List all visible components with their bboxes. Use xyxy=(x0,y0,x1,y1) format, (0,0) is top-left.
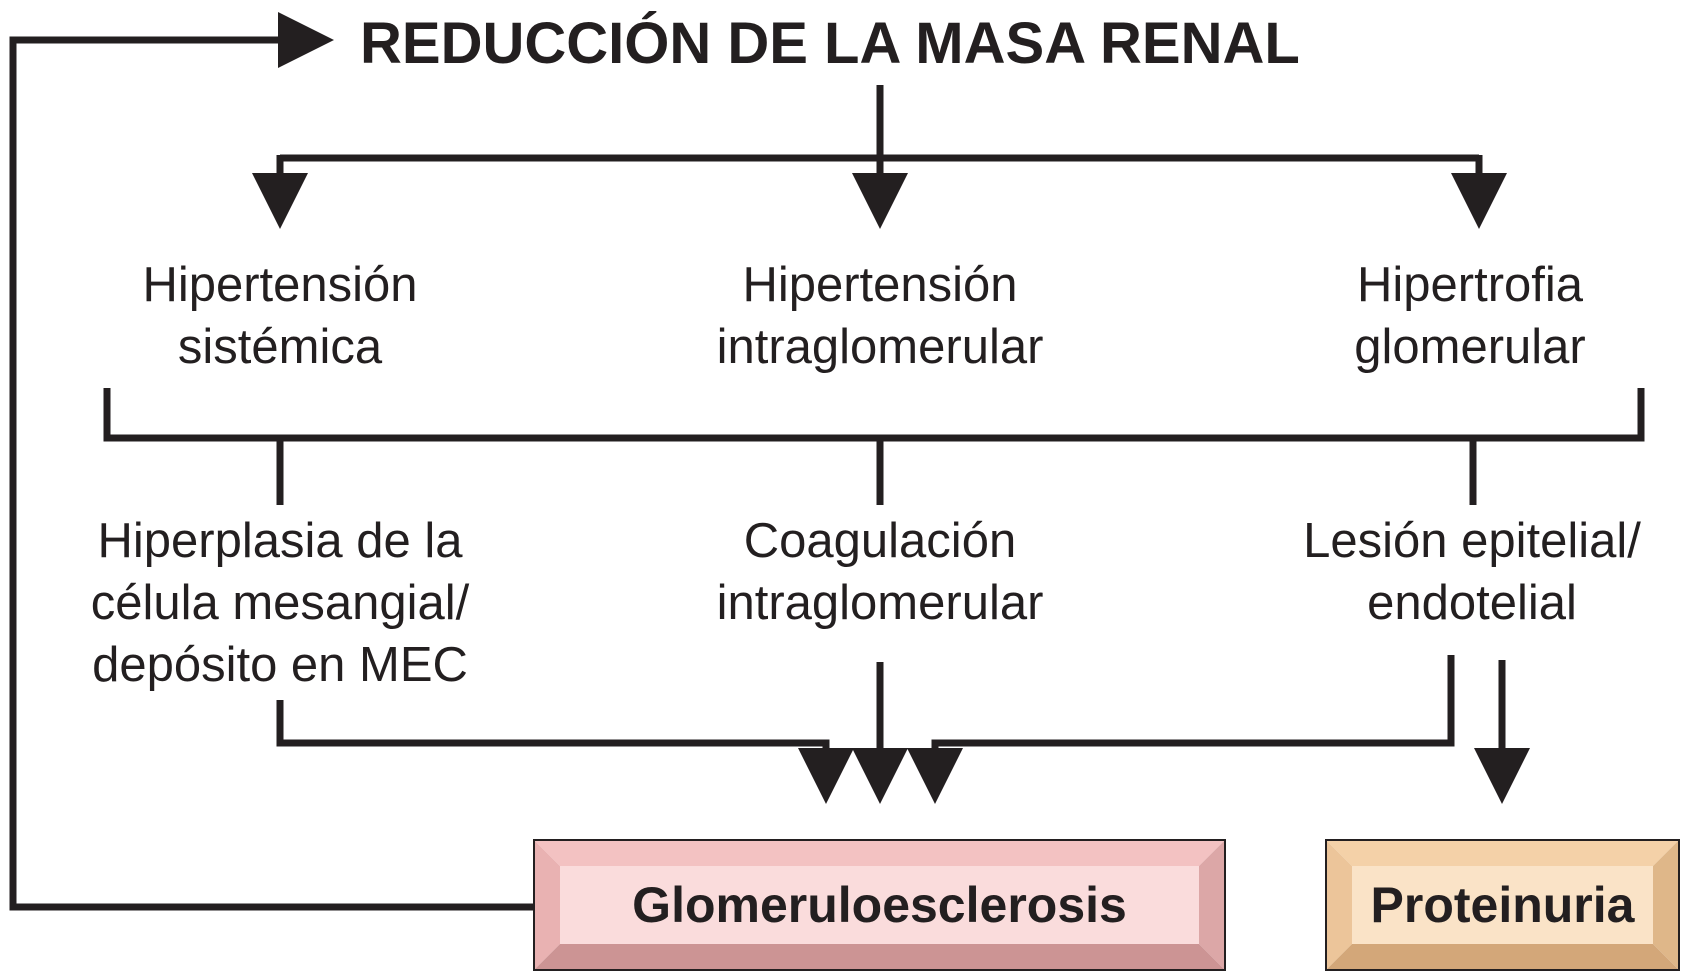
node-epithelial-injury-line1: Lesión epitelial/ xyxy=(1303,514,1641,568)
node-glomerular-hypertrophy-line1: Hipertrofia xyxy=(1356,258,1584,312)
arrow-epithelial-to-glomerulosclerosis xyxy=(907,655,1455,804)
node-glomerular-hypertrophy: Hipertrofia glomerular xyxy=(1270,254,1670,378)
node-mesangial-hyperplasia-line3: depósito en MEC xyxy=(92,638,468,692)
node-intraglomerular-hypertension: Hipertensión intraglomerular xyxy=(640,254,1120,378)
node-intraglomerular-coagulation: Coagulación intraglomerular xyxy=(640,510,1120,634)
feedback-loop-line xyxy=(9,12,533,911)
node-glomerular-hypertrophy-line2: glomerular xyxy=(1354,320,1586,374)
node-systemic-hypertension-line2: sistémica xyxy=(177,320,383,374)
proteinuria-label: Proteinuria xyxy=(1370,877,1635,933)
node-intraglomerular-hypertension-line1: Hipertensión xyxy=(742,258,1018,312)
node-epithelial-injury: Lesión epitelial/ endotelial xyxy=(1260,510,1684,634)
node-systemic-hypertension-line1: Hipertensión xyxy=(142,258,418,312)
middle-bracket-line xyxy=(103,388,1645,442)
glomerulosclerosis-bevel xyxy=(535,841,1224,969)
node-intraglomerular-coagulation-line2: intraglomerular xyxy=(716,576,1044,630)
node-mesangial-hyperplasia: Hiperplasia de la célula mesangial/ depó… xyxy=(40,510,520,696)
node-mesangial-hyperplasia-line1: Hiperplasia de la xyxy=(97,514,463,568)
node-intraglomerular-hypertension-line2: intraglomerular xyxy=(716,320,1044,374)
glomerulosclerosis-box: Glomeruloesclerosis xyxy=(533,839,1226,971)
proteinuria-box: Proteinuria xyxy=(1325,839,1680,971)
node-systemic-hypertension: Hipertensión sistémica xyxy=(80,254,480,378)
diagram-title: REDUCCIÓN DE LA MASA RENAL xyxy=(360,11,1300,76)
glomerulosclerosis-label: Glomeruloesclerosis xyxy=(632,877,1127,933)
arrow-mesangial-to-glomerulosclerosis xyxy=(276,700,854,804)
node-mesangial-hyperplasia-line2: célula mesangial/ xyxy=(90,576,470,630)
node-intraglomerular-coagulation-line1: Coagulación xyxy=(743,514,1017,568)
node-epithelial-injury-line2: endotelial xyxy=(1367,576,1577,630)
proteinuria-bevel xyxy=(1327,841,1678,969)
